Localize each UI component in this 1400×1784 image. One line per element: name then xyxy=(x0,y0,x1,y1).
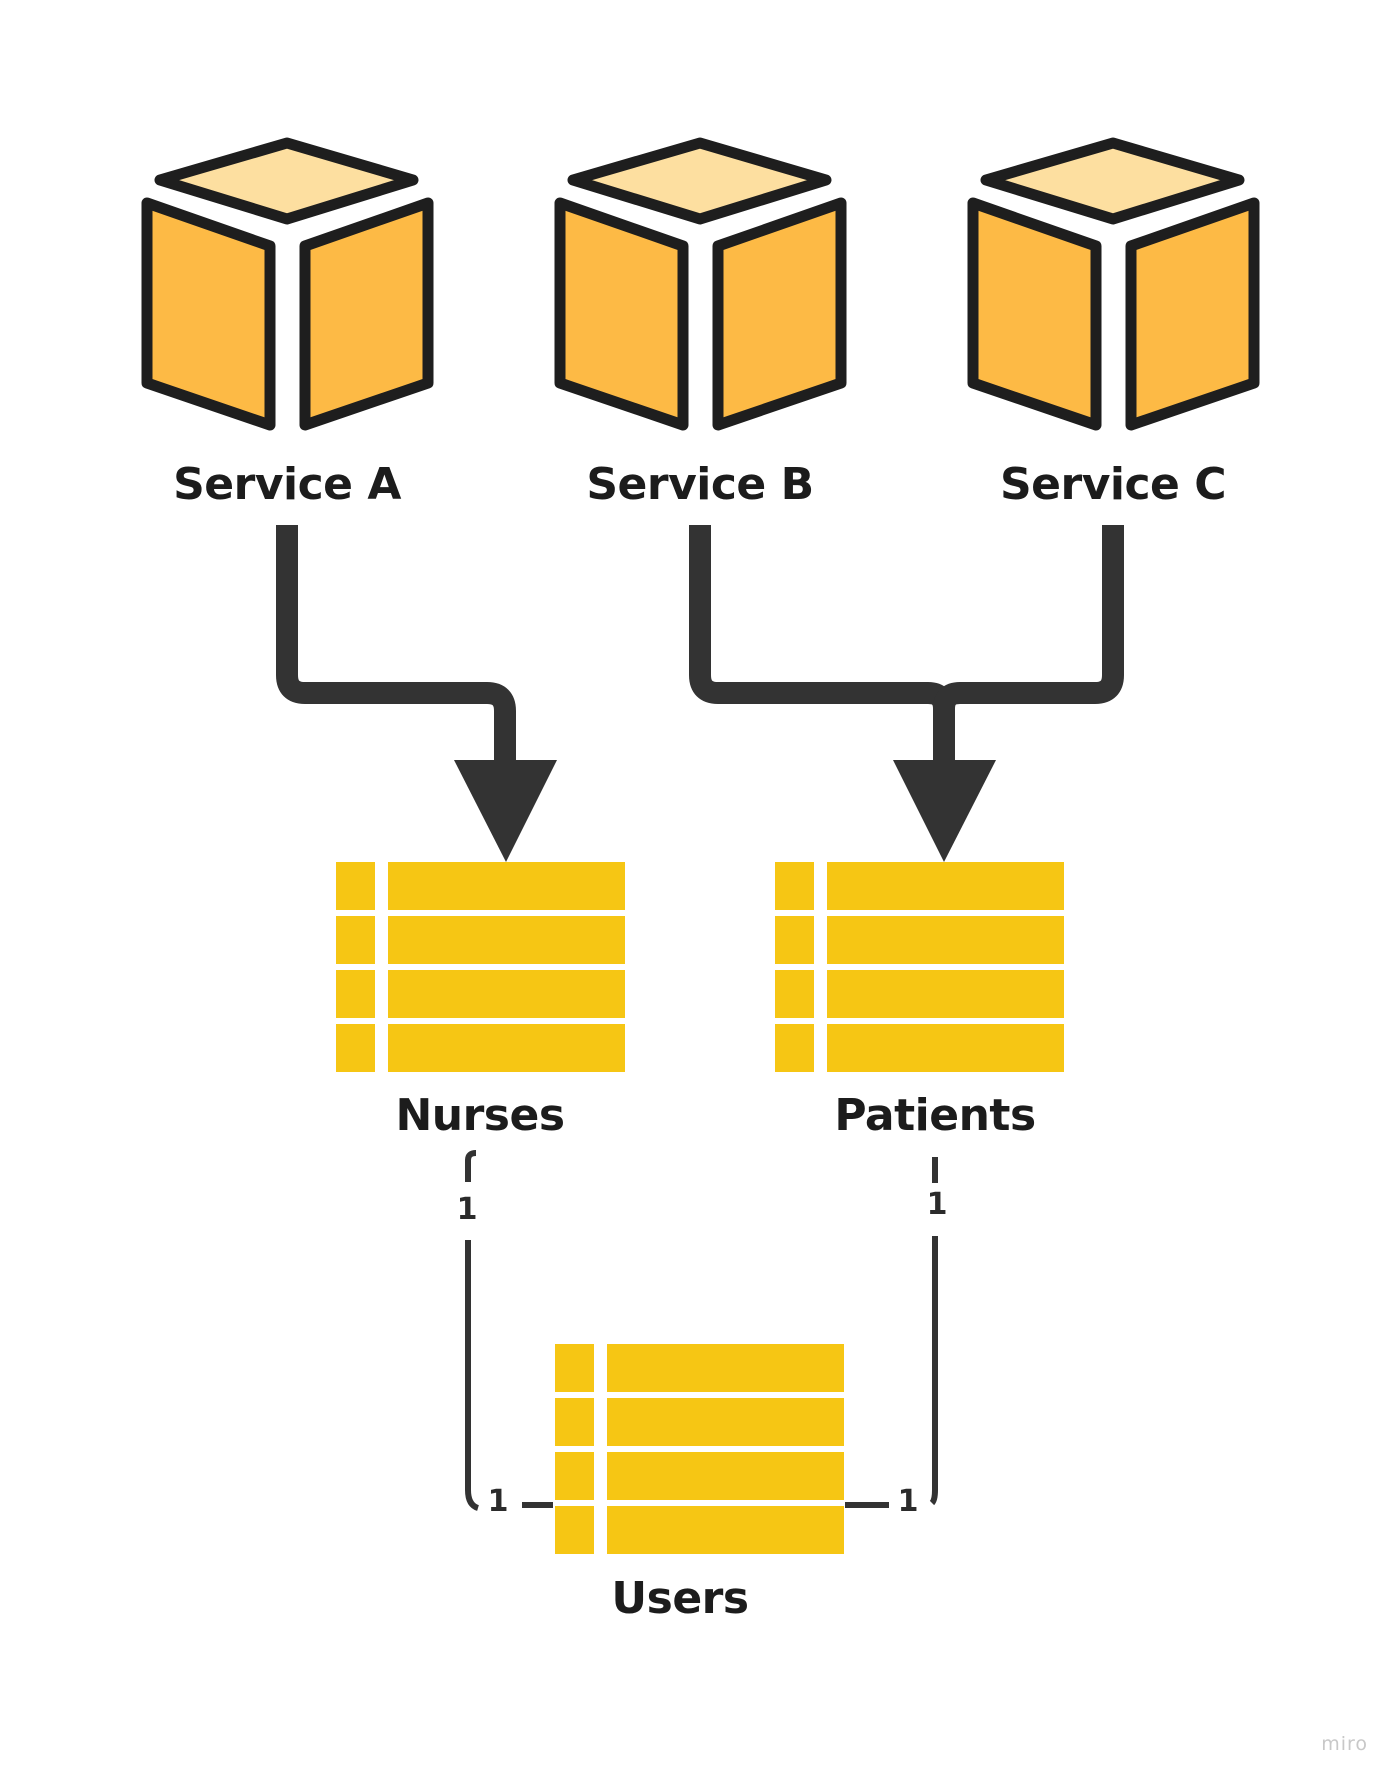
table-row-cell xyxy=(388,916,625,964)
cardinality-users-left: 1 xyxy=(487,1484,509,1519)
miro-watermark: miro xyxy=(1321,1733,1368,1755)
relation-nurses-users-line[interactable] xyxy=(465,1240,480,1511)
cube-top-face xyxy=(980,137,1245,225)
service-b-label: Service B xyxy=(586,459,814,510)
table-row-cell xyxy=(827,1024,1064,1072)
table-key-cell xyxy=(336,916,375,964)
table-row-cell xyxy=(607,1344,844,1392)
cardinality-nurses-side: 1 xyxy=(456,1192,478,1227)
service-c-cube-icon[interactable] xyxy=(967,137,1260,431)
users-label: Users xyxy=(611,1573,749,1624)
table-row-cell xyxy=(607,1506,844,1554)
service-c-label: Service C xyxy=(999,459,1227,510)
patients-table-icon[interactable] xyxy=(775,862,1064,1072)
table-row-cell xyxy=(388,862,625,910)
table-key-cell xyxy=(775,1024,814,1072)
cube-left-face xyxy=(554,197,689,431)
table-key-cell xyxy=(555,1344,594,1392)
connector-service-b-to-patients[interactable] xyxy=(689,525,955,765)
cube-left-face xyxy=(967,197,1102,431)
cube-right-face xyxy=(712,197,847,431)
table-key-cell xyxy=(336,862,375,910)
table-key-cell xyxy=(336,1024,375,1072)
table-row-cell xyxy=(827,862,1064,910)
service-a-label: Service A xyxy=(173,459,401,510)
table-key-cell xyxy=(775,916,814,964)
table-key-cell xyxy=(775,862,814,910)
table-row-cell xyxy=(607,1452,844,1500)
service-b-cube-icon[interactable] xyxy=(554,137,847,431)
cardinality-patients-side: 1 xyxy=(926,1187,948,1222)
users-table-icon[interactable] xyxy=(555,1344,844,1554)
service-a-cube-icon[interactable] xyxy=(141,137,434,431)
table-key-cell xyxy=(555,1398,594,1446)
table-key-cell xyxy=(555,1452,594,1500)
table-row-cell xyxy=(388,1024,625,1072)
patients-label: Patients xyxy=(834,1090,1036,1141)
table-row-cell xyxy=(388,970,625,1018)
connector-service-c-to-patients[interactable] xyxy=(933,525,1124,710)
arrowhead-nurses-icon xyxy=(454,760,557,862)
table-key-cell xyxy=(555,1506,594,1554)
table-key-cell xyxy=(336,970,375,1018)
relation-nurses-users-top[interactable] xyxy=(465,1150,477,1182)
cube-top-face xyxy=(154,137,419,225)
table-key-cell xyxy=(775,970,814,1018)
cube-top-face xyxy=(567,137,832,225)
nurses-table-icon[interactable] xyxy=(336,862,625,1072)
relation-patients-users-line[interactable] xyxy=(929,1236,938,1506)
cube-left-face xyxy=(141,197,276,431)
table-row-cell xyxy=(607,1398,844,1446)
nurses-label: Nurses xyxy=(395,1090,565,1141)
cube-right-face xyxy=(1125,197,1260,431)
arrowhead-patients-icon xyxy=(893,760,996,862)
connector-service-a-to-nurses[interactable] xyxy=(276,525,516,765)
cube-right-face xyxy=(299,197,434,431)
cardinality-users-right: 1 xyxy=(897,1484,919,1519)
table-row-cell xyxy=(827,916,1064,964)
table-row-cell xyxy=(827,970,1064,1018)
